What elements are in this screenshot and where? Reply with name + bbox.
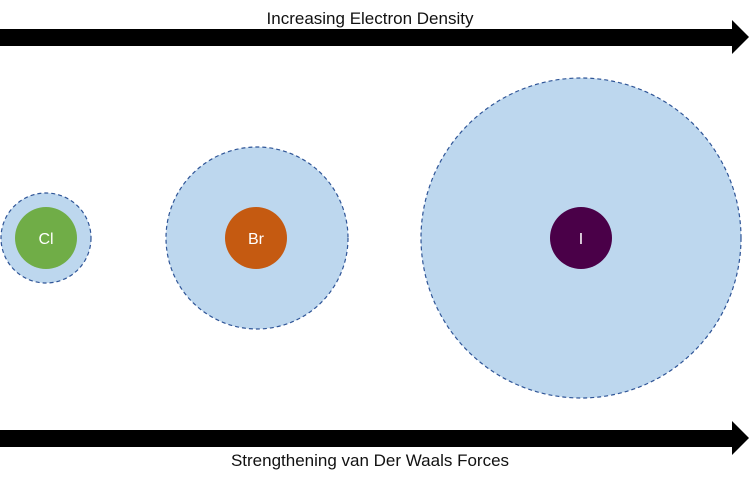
bottom-arrow-label: Strengthening van Der Waals Forces — [231, 451, 509, 470]
bromine-symbol: Br — [248, 231, 265, 248]
top-arrow — [0, 20, 749, 54]
bottom-arrow — [0, 421, 749, 455]
bromine-nucleus — [225, 207, 287, 269]
iodine-nucleus — [550, 207, 612, 269]
chlorine-nucleus — [15, 207, 77, 269]
chlorine-symbol: Cl — [38, 231, 53, 248]
top-arrow-label: Increasing Electron Density — [267, 9, 474, 28]
iodine-symbol: I — [579, 231, 583, 248]
